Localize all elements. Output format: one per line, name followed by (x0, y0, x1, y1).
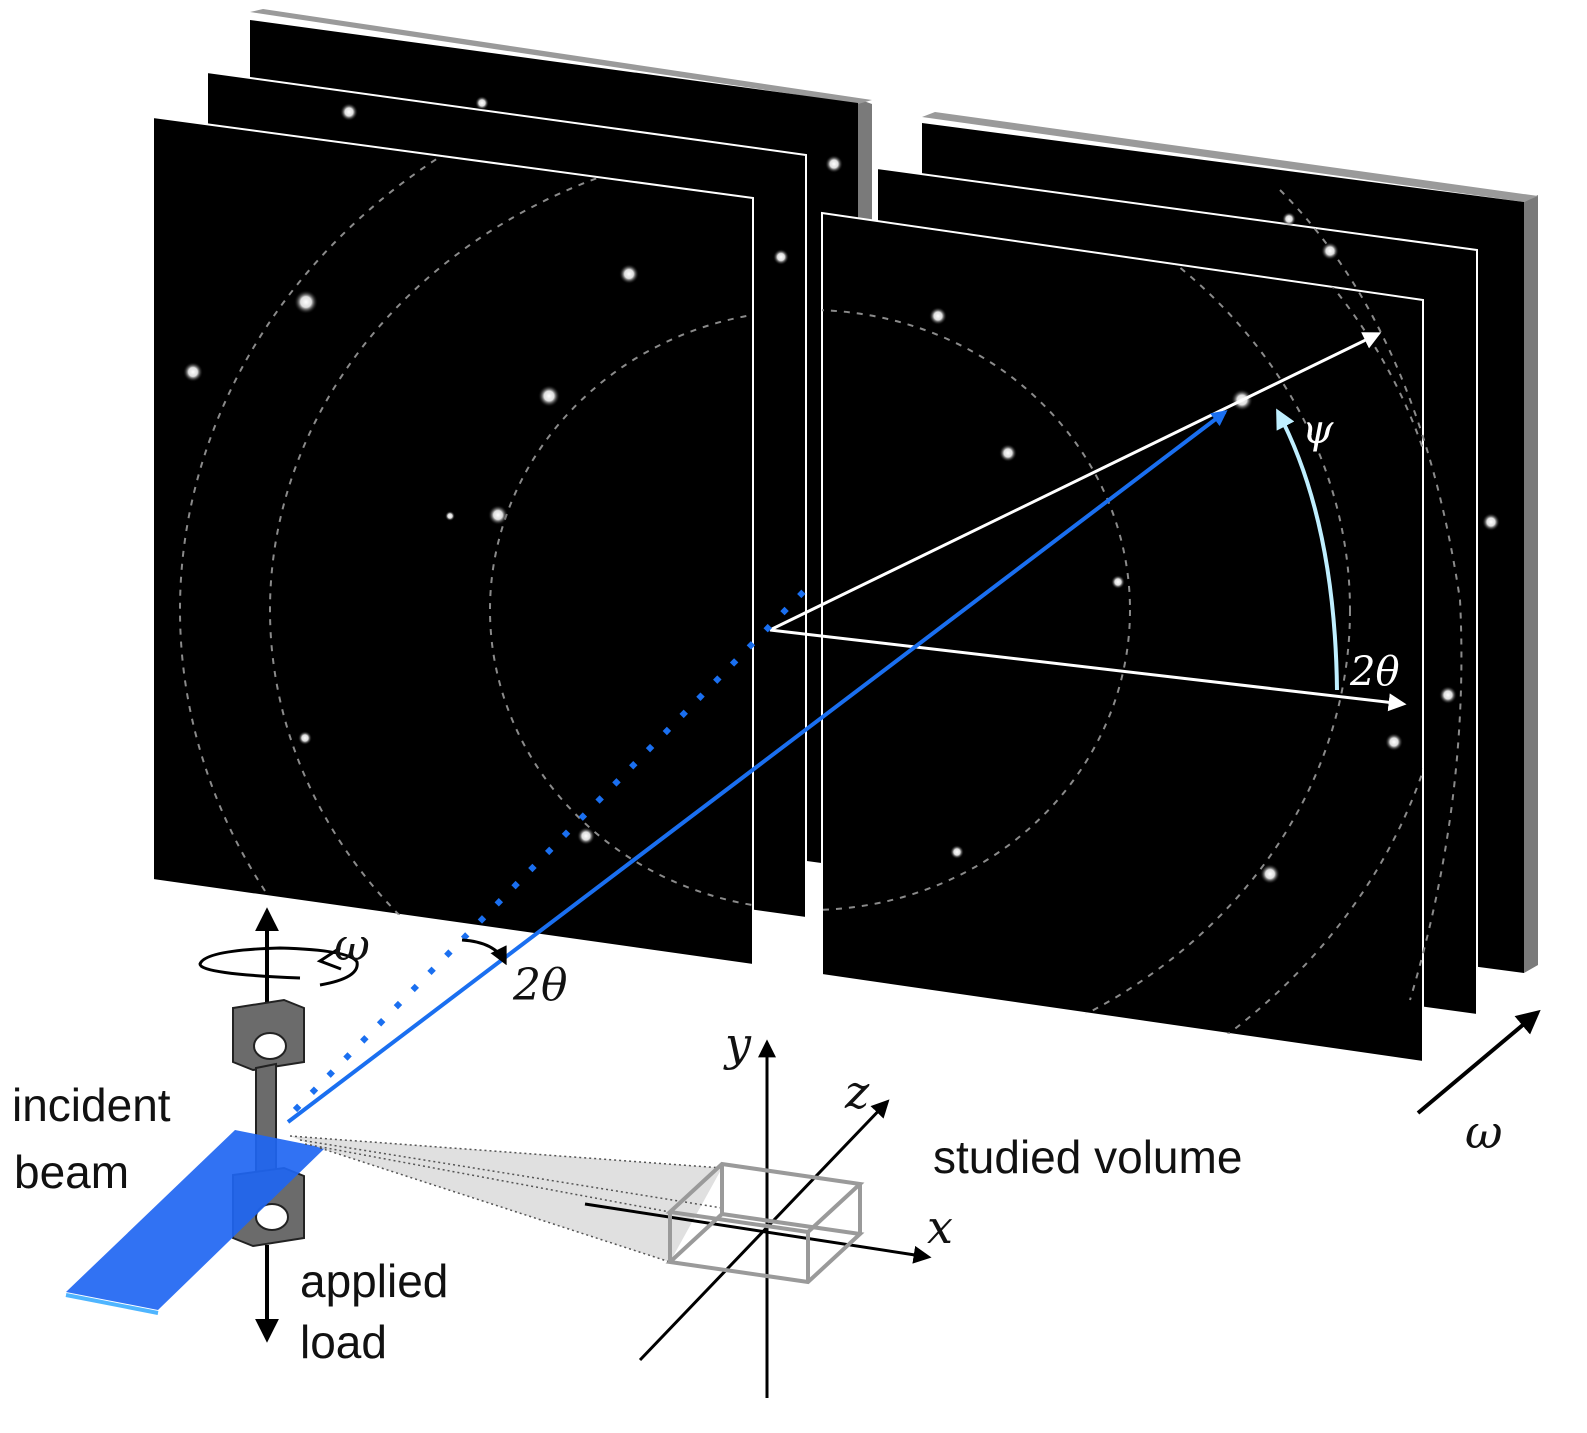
diffraction-spot (1282, 212, 1296, 226)
beams (286, 410, 1228, 1124)
psi-label: ψ (1302, 407, 1334, 453)
diffraction-spot (340, 103, 358, 121)
diffracted-beam-arrow (286, 410, 1228, 1124)
two-theta-detector-label: 2θ (1349, 649, 1400, 695)
axis-y-label: y (723, 1017, 752, 1071)
zoom-line (304, 1143, 671, 1213)
x-axis (584, 1202, 932, 1264)
specimen-assembly (65, 907, 359, 1343)
zoom-line (299, 1139, 723, 1209)
detector-panel-back-edge (1524, 195, 1538, 973)
zoom-cone (290, 1136, 722, 1262)
applied-load-label-1: applied (300, 1255, 448, 1307)
detector-panel-front (821, 211, 1424, 1064)
zoom-line (289, 1135, 723, 1169)
omega-stack-arrow (1416, 1009, 1541, 1115)
studied-volume-label: studied volume (933, 1131, 1242, 1183)
diffraction-spot (488, 505, 508, 525)
psi-direction-arrow (769, 332, 1382, 632)
diffraction-spot (1439, 686, 1457, 704)
diffraction-spot (619, 264, 639, 284)
diffraction-spot (929, 307, 947, 325)
incident-beam-dotted (292, 577, 818, 1113)
rotation-arrow-icon (198, 946, 359, 987)
diffraction-spots-left (183, 96, 843, 845)
omega-stack-label: ω (1465, 1105, 1503, 1159)
debye-ring (269, 139, 753, 965)
debye-ring (822, 309, 1131, 911)
diffraction-spot (183, 362, 203, 382)
two-theta-lower-label: 2θ (512, 960, 567, 1011)
studied-volume-box (665, 1161, 865, 1285)
rotation-arrow-head (316, 946, 342, 971)
diffraction-spot (1321, 242, 1339, 260)
diffraction-spot (1260, 864, 1280, 884)
diffraction-spot (1482, 513, 1500, 531)
diffraction-spot (825, 155, 843, 173)
z-axis (638, 1099, 890, 1362)
detector-panel-back-top (250, 9, 872, 104)
diffraction-spot (999, 444, 1017, 462)
diffraction-spot (294, 290, 318, 314)
debye-ring (822, 213, 1351, 1062)
diffraction-spot (773, 249, 789, 265)
diffraction-spot (1385, 733, 1403, 751)
debye-ring-back (1279, 189, 1463, 1001)
incident-beam-label-1: incident (12, 1079, 171, 1131)
axis-x-label: x (927, 1200, 953, 1254)
detector-panel-front (152, 115, 754, 967)
detector-panel-back-top (922, 112, 1538, 202)
zoom-line (319, 1147, 671, 1263)
diffraction-spot (577, 827, 595, 845)
diffraction-spot (475, 96, 489, 110)
studied-volume-zoom (289, 1039, 932, 1398)
debye-rings-left (179, 117, 753, 965)
diffraction-spot (1111, 575, 1125, 589)
debye-rings-right (822, 213, 1423, 1062)
axis-z-label: z (844, 1065, 870, 1119)
diffraction-spot (445, 511, 455, 521)
detector-geometry (769, 332, 1407, 712)
diffraction-spot (950, 845, 964, 859)
omega-rotation-label: ω (334, 920, 370, 971)
diffraction-spot (538, 385, 560, 407)
diffraction-spot (298, 731, 312, 745)
two-theta-reference-arrow (769, 628, 1407, 712)
left-detector-stack (152, 9, 872, 967)
incident-beam-label-2: beam (14, 1146, 129, 1198)
psi-arc-arrow (1276, 408, 1339, 691)
incident-beam-sheet (66, 1130, 325, 1310)
incident-beam-sheet-edge (65, 1293, 159, 1315)
two-theta-lower-arc (461, 938, 507, 966)
applied-load-label-2: load (300, 1316, 387, 1368)
